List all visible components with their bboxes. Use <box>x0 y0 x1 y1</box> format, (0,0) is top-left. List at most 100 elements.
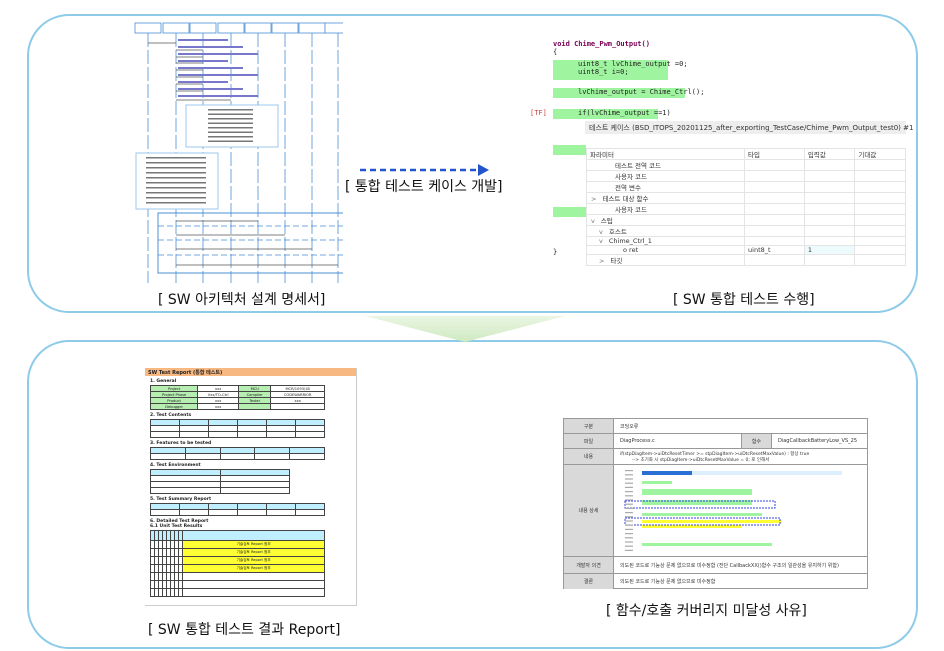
dashed-arrow <box>360 164 489 176</box>
param-label: 테스트 대상 함수 <box>602 195 649 203</box>
line-number <box>625 545 633 547</box>
param-type <box>744 159 805 171</box>
lifeline-box <box>298 22 326 34</box>
tree-toggle-icon[interactable]: v <box>599 237 603 245</box>
tree-toggle-icon[interactable]: > <box>599 257 605 265</box>
remark-cell: 기술검토 Report 첨부 <box>182 556 325 565</box>
parameter-row[interactable]: v 호스트 <box>585 225 906 237</box>
parameter-row[interactable]: 사용자 코드 <box>585 170 906 182</box>
param-label: o ret <box>623 246 639 254</box>
param-expected[interactable] <box>854 159 906 171</box>
selected-line <box>642 470 692 475</box>
param-expected[interactable] <box>854 254 906 266</box>
lifeline-box <box>134 22 162 34</box>
line-number <box>625 524 633 526</box>
code-line: if(lvChime_output ==1) <box>578 109 671 117</box>
param-expected[interactable] <box>854 225 906 237</box>
parameter-row[interactable]: > 테스트 대상 함수 <box>585 192 906 204</box>
param-expected[interactable] <box>854 245 906 255</box>
line-number <box>625 540 633 543</box>
param-expected[interactable] <box>854 236 906 246</box>
line-number <box>625 473 633 475</box>
param-input[interactable] <box>803 181 856 193</box>
param-input[interactable] <box>803 192 856 204</box>
note-text <box>208 118 253 120</box>
param-name: v 스텁 <box>585 214 746 226</box>
note-text <box>146 187 206 189</box>
message-label <box>178 88 243 90</box>
param-expected[interactable] <box>854 214 906 226</box>
alt-fragment <box>157 212 343 274</box>
summary-table <box>150 503 325 516</box>
general-cell: xxx <box>197 403 240 410</box>
parameter-row[interactable]: 전역 변수 <box>585 181 906 193</box>
line-number <box>625 490 633 492</box>
parameter-row[interactable]: > 타깃 <box>585 254 906 266</box>
param-label: 호스트 <box>608 228 627 236</box>
tree-toggle-icon[interactable]: v <box>599 228 603 236</box>
lifeline-box <box>162 22 190 34</box>
label-detail: 내용 상세 <box>564 465 614 556</box>
coverage-caption: [ 함수/호출 커버리지 미달성 사유] <box>606 603 807 619</box>
param-input[interactable] <box>803 236 856 246</box>
param-input[interactable] <box>803 225 856 237</box>
note-text <box>208 113 253 115</box>
lifeline-box <box>244 22 272 34</box>
line-number <box>625 477 633 480</box>
line-number <box>625 469 633 471</box>
line-number <box>625 532 633 534</box>
testcase-title: 테스트 케이스 (BSD_ITOPS_20201125_after_export… <box>585 121 913 134</box>
architecture-caption: [ SW 아키텍처 설계 명세서] <box>158 292 326 308</box>
param-label: 스텁 <box>600 217 613 225</box>
report-section: 6.1 Unit Test Results <box>150 524 203 529</box>
note-text <box>146 197 206 199</box>
lifeline-box <box>324 22 343 34</box>
message-label <box>178 81 228 83</box>
note-text <box>146 157 206 159</box>
param-name: > 테스트 대상 함수 <box>585 192 746 204</box>
category-value: 코딩오류 <box>620 423 639 430</box>
environment-table <box>150 469 290 494</box>
line-number <box>625 494 633 496</box>
param-input[interactable] <box>803 170 856 182</box>
file-value: DiagProcess.c <box>614 434 742 448</box>
tree-toggle-icon[interactable]: > <box>591 195 597 203</box>
param-expected[interactable] <box>854 170 906 182</box>
label-function: 함수 <box>742 434 772 448</box>
conclusion-value: 의도된 코드로 기능상 문제 없으므로 미수정함 <box>620 579 716 585</box>
line-number <box>625 519 633 522</box>
report-section: 3. Features to be tested <box>150 441 212 446</box>
note-text <box>208 127 253 129</box>
param-label: 타깃 <box>610 257 623 265</box>
sequence-diagram <box>134 22 343 283</box>
parameter-row[interactable]: 사용자 코드 <box>585 203 906 215</box>
param-input[interactable]: 1 <box>803 245 856 255</box>
param-input[interactable] <box>803 159 856 171</box>
content-line: if(stpDiagItem->uiDtcResetTimer >= stpDi… <box>620 452 810 457</box>
param-type <box>744 170 805 182</box>
line-number <box>625 515 633 517</box>
line-number <box>625 507 633 509</box>
label-category: 구분 <box>564 419 614 433</box>
brace: } <box>553 248 558 256</box>
param-input[interactable] <box>803 254 856 266</box>
param-input[interactable] <box>803 203 856 215</box>
parameter-row[interactable]: v 스텁 <box>585 214 906 226</box>
report-title: SW Test Report (통합 테스트) <box>145 368 356 376</box>
param-input[interactable] <box>803 214 856 226</box>
param-expected[interactable] <box>854 203 906 215</box>
param-expected[interactable] <box>854 192 906 204</box>
param-name: o ret <box>585 245 746 255</box>
param-expected[interactable] <box>854 181 906 193</box>
line-number <box>625 486 633 488</box>
covered-line: uint8_t lvChime_output =0; uint8_t i=0; <box>553 60 688 80</box>
parameter-row[interactable]: 테스트 전역 코드 <box>585 159 906 171</box>
message-label <box>178 46 243 48</box>
tree-toggle-icon[interactable]: v <box>591 217 595 225</box>
param-type <box>744 254 805 266</box>
code-line: uint8_t i=0; <box>578 68 629 76</box>
